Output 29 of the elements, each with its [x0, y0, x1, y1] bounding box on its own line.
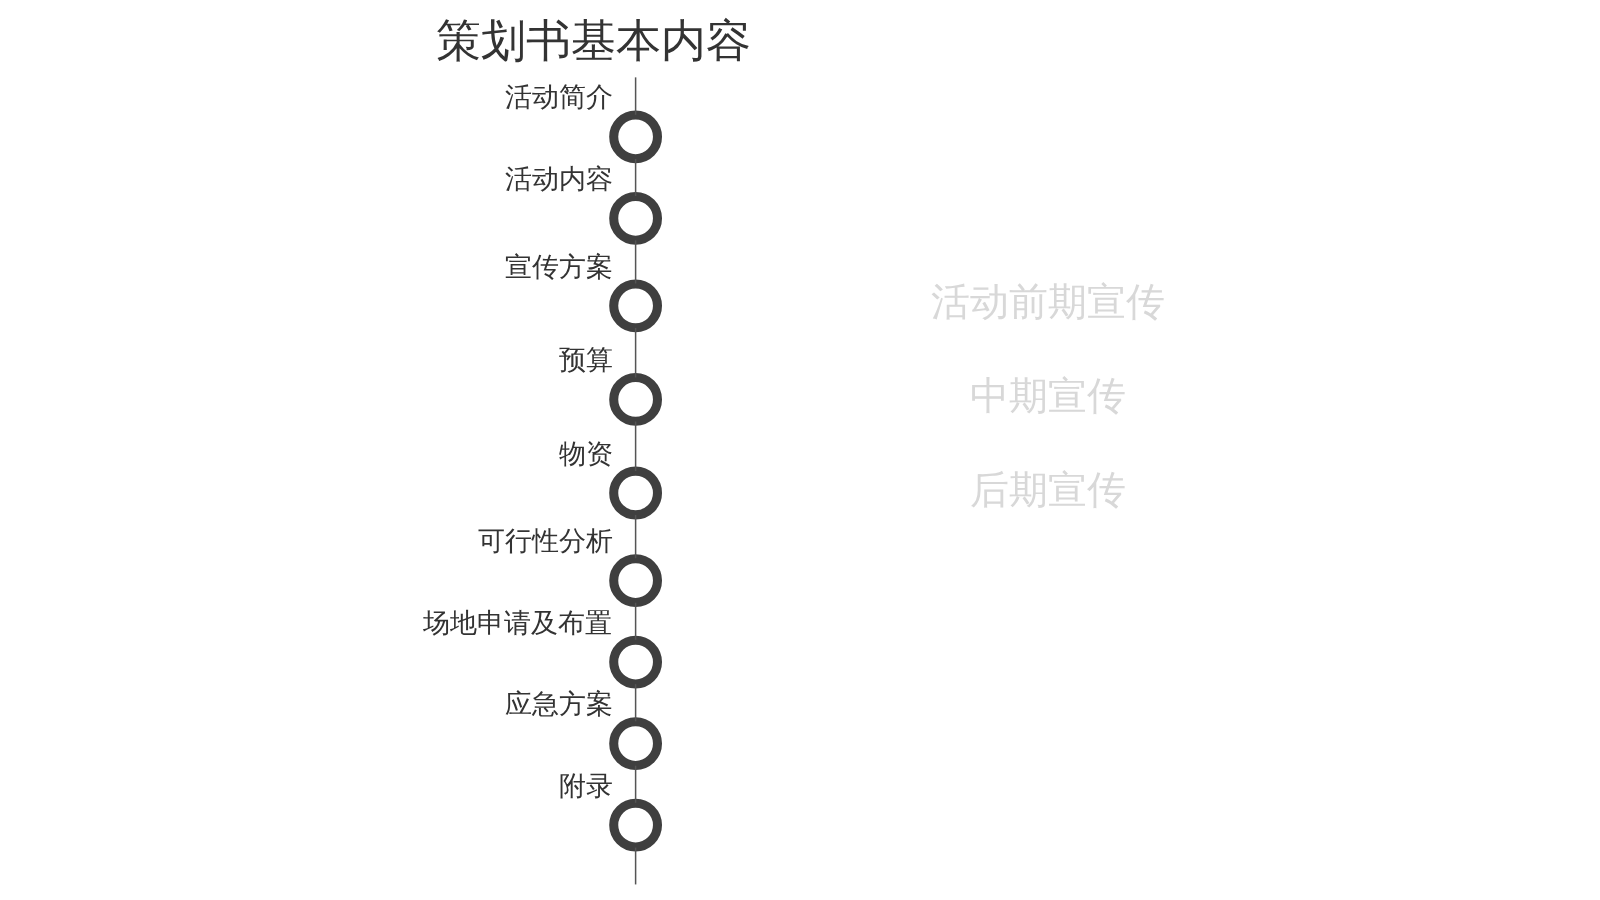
node-label: 场地申请及布置	[422, 606, 612, 638]
node-label: 可行性分析	[477, 525, 613, 557]
connector	[634, 601, 636, 641]
node-circle	[608, 279, 662, 333]
node-circle	[608, 798, 662, 852]
node-circle	[608, 191, 662, 245]
connector	[634, 514, 636, 559]
node-circle	[608, 717, 662, 770]
diagram-title: 策划书基本内容	[435, 14, 751, 68]
node-label: 应急方案	[504, 688, 613, 720]
connector	[634, 158, 636, 197]
node-label: 活动简介	[504, 81, 613, 113]
connector	[634, 239, 636, 285]
connector	[634, 76, 636, 116]
node-circle	[608, 635, 662, 689]
connector	[634, 764, 636, 804]
node-circle	[608, 554, 662, 607]
node-label: 活动内容	[504, 162, 613, 194]
node-circle	[608, 373, 662, 426]
node-circle	[608, 466, 662, 520]
node-label: 物资	[558, 437, 613, 469]
node-circle	[608, 110, 662, 164]
connector	[634, 327, 636, 379]
node-label: 宣传方案	[504, 250, 613, 282]
node-label: 附录	[558, 769, 613, 801]
connector	[634, 846, 636, 886]
node-label: 预算	[558, 344, 613, 376]
connector	[634, 420, 636, 472]
connector	[634, 683, 636, 723]
